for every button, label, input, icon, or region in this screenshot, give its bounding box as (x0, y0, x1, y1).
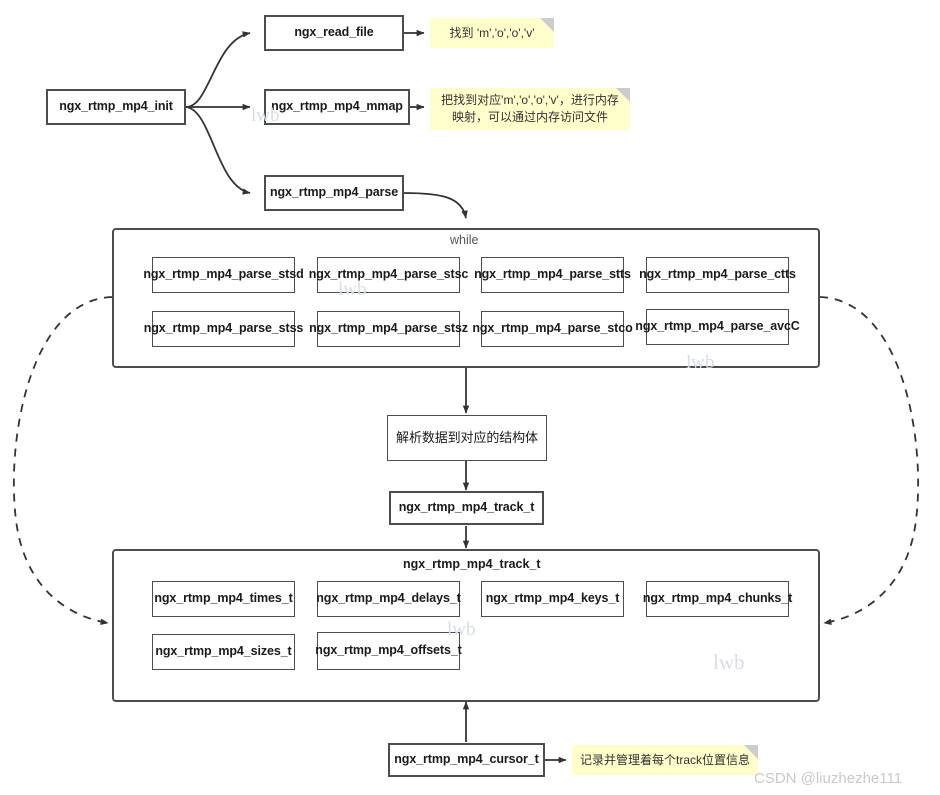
container-track-t (112, 549, 820, 702)
node-parse-into-struct[interactable]: 解析数据到对应的结构体 (387, 415, 547, 461)
watermark-credit: CSDN @liuzhezhe111 (754, 770, 903, 787)
node-track-t[interactable]: ngx_rtmp_mp4_track_t (389, 491, 544, 525)
note-text: 把找到对应'm','o','o','v'，进行内存映射，可以通过内存访问文件 (441, 93, 619, 124)
node-label: ngx_rtmp_mp4_delays_t (316, 591, 461, 606)
note-fold-icon (744, 745, 758, 759)
node-label: ngx_rtmp_mp4_parse_stsz (309, 321, 468, 336)
node-keys-t[interactable]: ngx_rtmp_mp4_keys_t (481, 581, 624, 617)
node-parse-stco[interactable]: ngx_rtmp_mp4_parse_stco (472, 311, 633, 347)
note-fold-icon (616, 88, 630, 102)
node-label: ngx_rtmp_mp4_mmap (271, 99, 403, 114)
node-label: ngx_rtmp_mp4_cursor_t (394, 752, 539, 767)
container-while-label: while (450, 233, 479, 247)
container-while (112, 228, 820, 368)
note-text: 找到 'm','o','o','v' (449, 25, 535, 40)
node-label: ngx_rtmp_mp4_parse_stss (143, 321, 304, 336)
node-ngx-rtmp-mp4-parse[interactable]: ngx_rtmp_mp4_parse (264, 175, 404, 211)
node-label: 解析数据到对应的结构体 (396, 429, 538, 445)
node-label: ngx_rtmp_mp4_parse_stsd (143, 267, 304, 282)
node-cursor-t[interactable]: ngx_rtmp_mp4_cursor_t (388, 743, 545, 777)
note-mmap-description: 把找到对应'm','o','o','v'，进行内存映射，可以通过内存访问文件 (430, 88, 630, 130)
note-cursor-description: 记录并管理着每个track位置信息 (572, 745, 758, 775)
note-moov-found: 找到 'm','o','o','v' (430, 18, 554, 48)
node-parse-stsz[interactable]: ngx_rtmp_mp4_parse_stsz (309, 311, 468, 347)
node-parse-stss[interactable]: ngx_rtmp_mp4_parse_stss (144, 311, 303, 347)
node-label: ngx_rtmp_mp4_init (59, 99, 173, 114)
container-track-t-label: ngx_rtmp_mp4_track_t (403, 557, 541, 571)
node-parse-ctts[interactable]: ngx_rtmp_mp4_parse_ctts (639, 257, 796, 293)
node-parse-stsd[interactable]: ngx_rtmp_mp4_parse_stsd (143, 257, 304, 293)
node-parse-stts[interactable]: ngx_rtmp_mp4_parse_stts (474, 257, 631, 293)
node-label: ngx_rtmp_mp4_parse_stco (472, 321, 633, 336)
node-label: ngx_rtmp_mp4_parse_avcC (635, 319, 800, 334)
node-times-t[interactable]: ngx_rtmp_mp4_times_t (152, 581, 295, 617)
note-text: 记录并管理着每个track位置信息 (580, 752, 751, 767)
node-label: ngx_read_file (294, 25, 374, 40)
node-label: ngx_rtmp_mp4_keys_t (485, 591, 620, 606)
node-ngx-read-file[interactable]: ngx_read_file (264, 15, 404, 51)
node-ngx-rtmp-mp4-mmap[interactable]: ngx_rtmp_mp4_mmap (264, 89, 410, 125)
node-label: ngx_rtmp_mp4_parse_stsc (308, 267, 469, 282)
node-offsets-t[interactable]: ngx_rtmp_mp4_offsets_t (315, 632, 462, 670)
node-label: ngx_rtmp_mp4_track_t (398, 500, 535, 515)
node-label: ngx_rtmp_mp4_parse_stts (474, 267, 631, 282)
node-label: ngx_rtmp_mp4_parse_ctts (639, 267, 796, 282)
node-label: ngx_rtmp_mp4_offsets_t (315, 643, 462, 658)
node-sizes-t[interactable]: ngx_rtmp_mp4_sizes_t (152, 634, 295, 670)
note-fold-icon (540, 18, 554, 32)
node-label: ngx_rtmp_mp4_parse (269, 185, 399, 200)
node-parse-avcc[interactable]: ngx_rtmp_mp4_parse_avcC (635, 309, 800, 345)
node-label: ngx_rtmp_mp4_chunks_t (642, 591, 793, 606)
node-label: ngx_rtmp_mp4_sizes_t (155, 644, 292, 659)
node-label: ngx_rtmp_mp4_times_t (154, 591, 293, 606)
node-chunks-t[interactable]: ngx_rtmp_mp4_chunks_t (642, 581, 793, 617)
node-parse-stsc[interactable]: ngx_rtmp_mp4_parse_stsc (309, 257, 468, 293)
node-delays-t[interactable]: ngx_rtmp_mp4_delays_t (316, 581, 461, 617)
node-ngx-rtmp-mp4-init[interactable]: ngx_rtmp_mp4_init (46, 89, 186, 125)
